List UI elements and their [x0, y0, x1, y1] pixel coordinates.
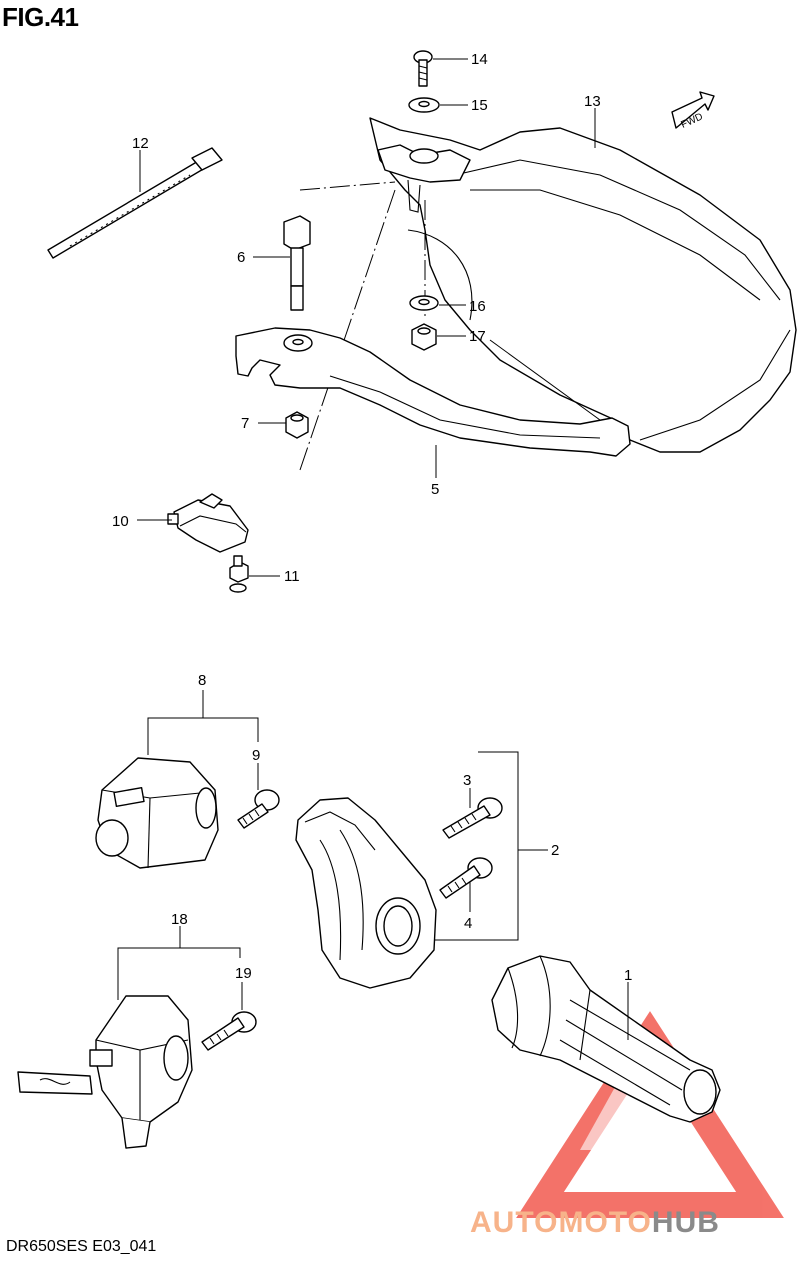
cable-tie-part	[47, 147, 223, 259]
throttle-housing-part	[295, 797, 437, 989]
housing-screw-3-part	[442, 797, 503, 839]
housing-screw-4-part	[439, 857, 493, 899]
part-number-16: 16	[469, 298, 486, 315]
hand-guard-part	[369, 117, 797, 453]
bracket-18	[117, 947, 241, 1000]
forward-arrow-icon: FWD	[671, 91, 715, 131]
throttle-grip-part	[491, 955, 721, 1123]
part-number-4: 4	[464, 915, 472, 932]
watermark-brand: AUTOMOTOHUB	[470, 1206, 720, 1240]
washer-part	[408, 97, 440, 113]
brand-part1: AUTOMOTO	[470, 1206, 652, 1239]
part-number-8: 8	[198, 672, 206, 689]
assembly-line-2	[299, 189, 396, 471]
lever-washer-part	[409, 295, 439, 311]
part-number-1: 1	[624, 967, 632, 984]
part-number-18: 18	[171, 911, 188, 928]
brand-part2: HUB	[651, 1206, 720, 1239]
clutch-lever-part	[235, 327, 631, 457]
switch-screw-9-part	[237, 789, 280, 829]
pivot-nut-part	[285, 411, 309, 439]
clutch-switch-part	[167, 493, 249, 553]
switch-screw-19-part	[201, 1011, 257, 1051]
part-number-11: 11	[284, 568, 300, 585]
pivot-bolt-part	[283, 215, 311, 311]
part-number-7: 7	[241, 415, 249, 432]
bracket-2	[430, 751, 519, 941]
switch-screw-part	[229, 555, 249, 593]
part-number-13: 13	[584, 93, 601, 110]
part-number-9: 9	[252, 747, 260, 764]
watermark-logo-icon	[516, 1011, 784, 1218]
part-number-19: 19	[235, 965, 252, 982]
screw-part	[413, 50, 433, 87]
part-number-14: 14	[471, 51, 488, 68]
leader-17b	[489, 339, 601, 421]
lever-nut-part	[411, 323, 437, 351]
part-number-3: 3	[463, 772, 471, 789]
part-number-17: 17	[469, 328, 486, 345]
bracket-8	[147, 717, 259, 755]
figure-title: FIG.41	[2, 2, 79, 32]
part-number-15: 15	[471, 97, 488, 114]
part-number-6: 6	[237, 249, 245, 266]
handlebar-switch-left-part	[95, 757, 219, 869]
part-number-10: 10	[112, 513, 129, 530]
handlebar-switch-right-part	[17, 995, 193, 1149]
part-number-12: 12	[132, 135, 149, 152]
figure-code: DR650SES E03_041	[6, 1238, 157, 1255]
assembly-line	[299, 181, 396, 191]
part-number-2: 2	[551, 842, 559, 859]
part-number-5: 5	[431, 481, 439, 498]
